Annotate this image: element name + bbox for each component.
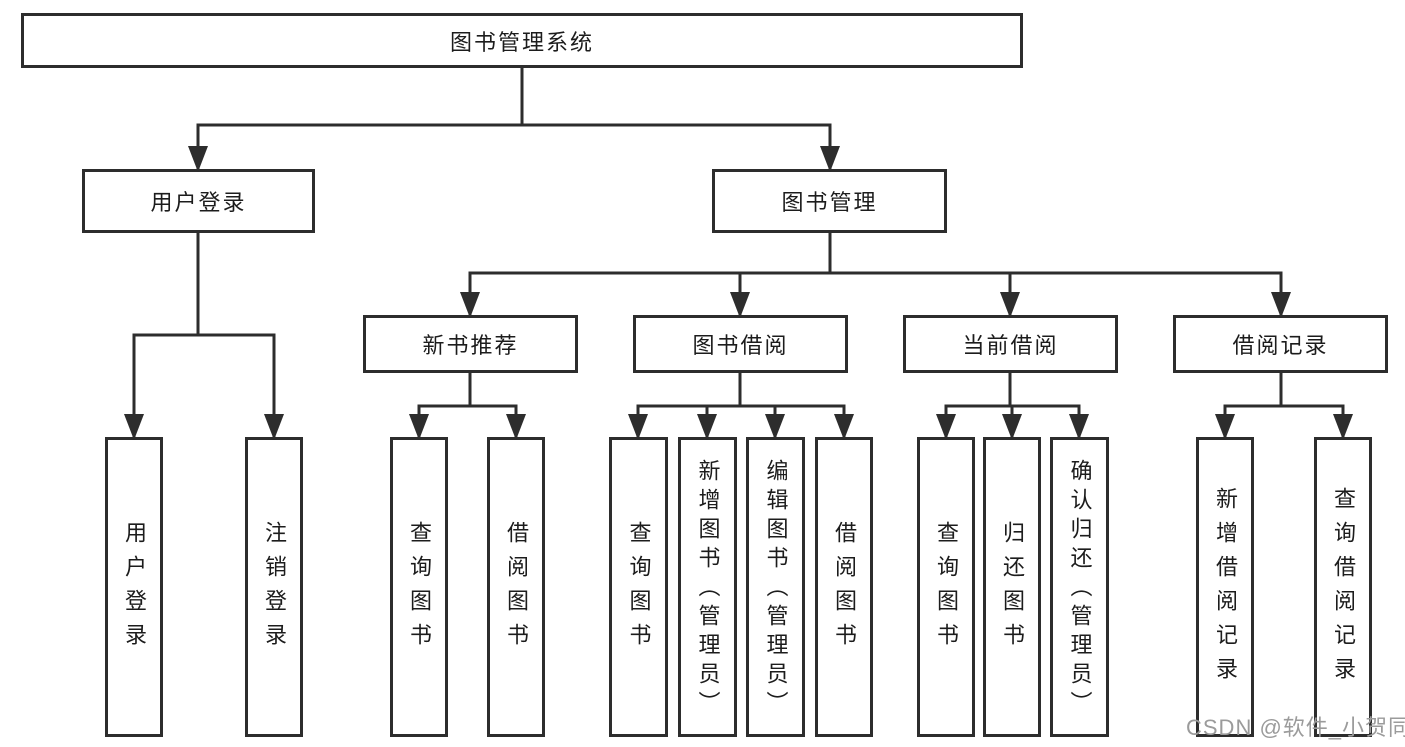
leaf-nb-query-books: 查询图书 xyxy=(390,437,448,737)
leaf-br-add-record: 新增借阅记录 xyxy=(1196,437,1254,737)
leaf-cb-query-books: 查询图书 xyxy=(917,437,975,737)
connector-new-book-split xyxy=(409,373,526,440)
node-current-borrowing: 当前借阅 xyxy=(903,315,1118,373)
connector-book-borrowing-split xyxy=(628,373,854,440)
node-borrowing-records: 借阅记录 xyxy=(1173,315,1388,373)
connector-book-management-split xyxy=(460,233,1291,318)
connector-borrowing-records-split xyxy=(1215,373,1353,440)
leaf-nb-borrow-books: 借阅图书 xyxy=(487,437,545,737)
node-book-management: 图书管理 xyxy=(712,169,947,233)
node-book-borrowing: 图书借阅 xyxy=(633,315,848,373)
leaf-logout: 注销登录 xyxy=(245,437,303,737)
leaf-cb-return-books: 归还图书 xyxy=(983,437,1041,737)
node-library-management-system: 图书管理系统 xyxy=(21,13,1023,68)
leaf-cb-confirm-return-admin: 确认归还（管理员） xyxy=(1050,437,1109,737)
csdn-watermark: CSDN @软件_小贺同学 xyxy=(1186,715,1405,740)
leaf-bb-edit-books-admin: 编辑图书（管理员） xyxy=(746,437,805,737)
connector-current-borrowing-split xyxy=(936,373,1089,440)
node-user-login: 用户登录 xyxy=(82,169,315,233)
leaf-bb-add-books-admin: 新增图书（管理员） xyxy=(678,437,737,737)
leaf-bb-query-books: 查询图书 xyxy=(609,437,668,737)
leaf-bb-borrow-books: 借阅图书 xyxy=(815,437,873,737)
node-new-book-recommendation: 新书推荐 xyxy=(363,315,578,373)
leaf-br-query-record: 查询借阅记录 xyxy=(1314,437,1372,737)
leaf-user-login: 用户登录 xyxy=(105,437,163,737)
connector-root-split xyxy=(188,68,840,172)
connector-user-login-split xyxy=(124,233,284,440)
